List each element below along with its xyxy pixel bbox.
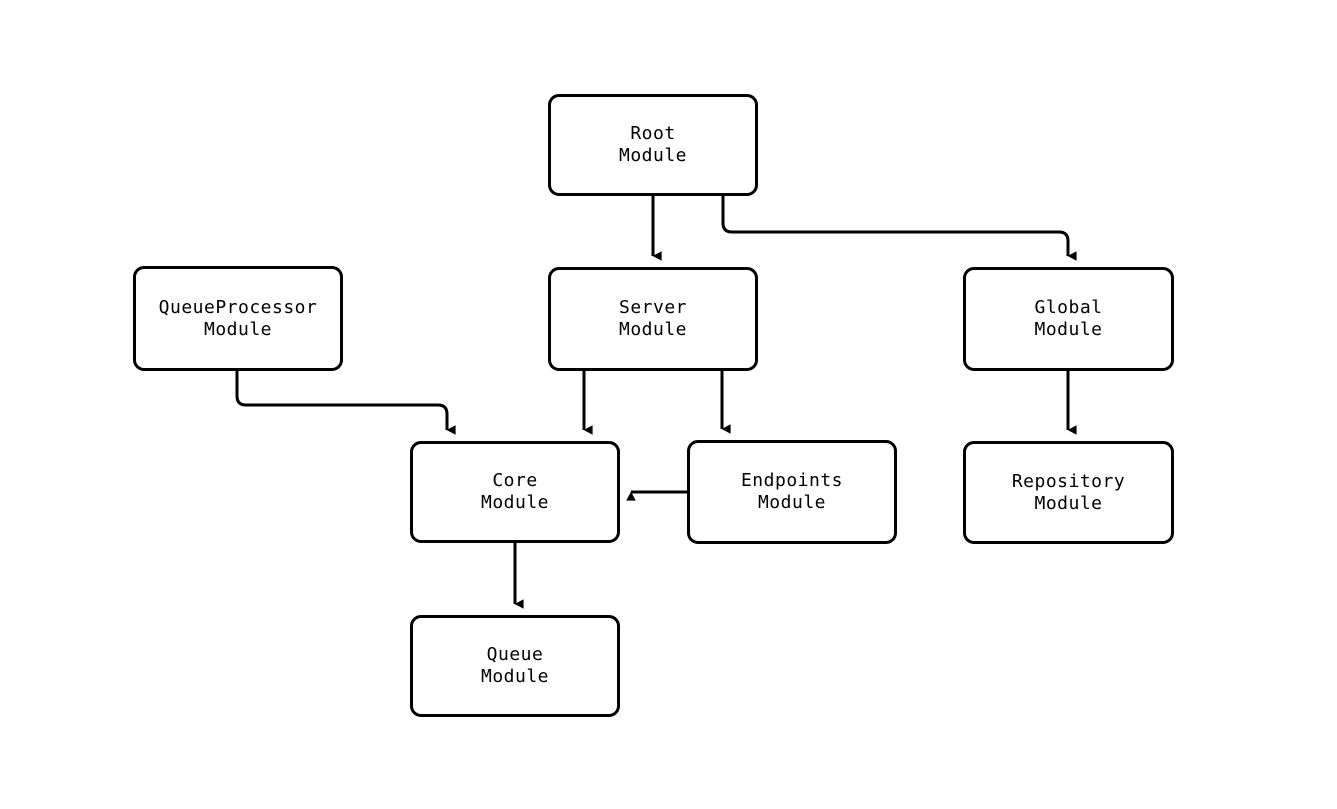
node-label-root: Root Module xyxy=(618,123,688,166)
node-repository[interactable]: Repository Module xyxy=(963,441,1174,544)
node-queue[interactable]: Queue Module xyxy=(410,615,620,717)
node-core[interactable]: Core Module xyxy=(410,441,620,543)
node-label-repository: Repository Module xyxy=(1011,470,1126,514)
node-endpoints[interactable]: Endpoints Module xyxy=(687,440,897,544)
edge-root-to-global xyxy=(721,196,1077,261)
node-global[interactable]: Global Module xyxy=(963,267,1174,371)
node-label-server: Server Module xyxy=(618,297,688,340)
node-label-core: Core Module xyxy=(480,470,550,513)
node-label-queueprocessor: QueueProcessor Module xyxy=(158,296,318,340)
node-label-endpoints: Endpoints Module xyxy=(740,470,844,513)
node-label-global: Global Module xyxy=(1034,297,1103,340)
node-queueprocessor[interactable]: QueueProcessor Module xyxy=(133,266,343,371)
node-root[interactable]: Root Module xyxy=(548,94,758,196)
node-label-queue: Queue Module xyxy=(480,644,550,687)
node-server[interactable]: Server Module xyxy=(548,267,758,371)
edge-queueprocessor-to-core xyxy=(235,371,456,435)
